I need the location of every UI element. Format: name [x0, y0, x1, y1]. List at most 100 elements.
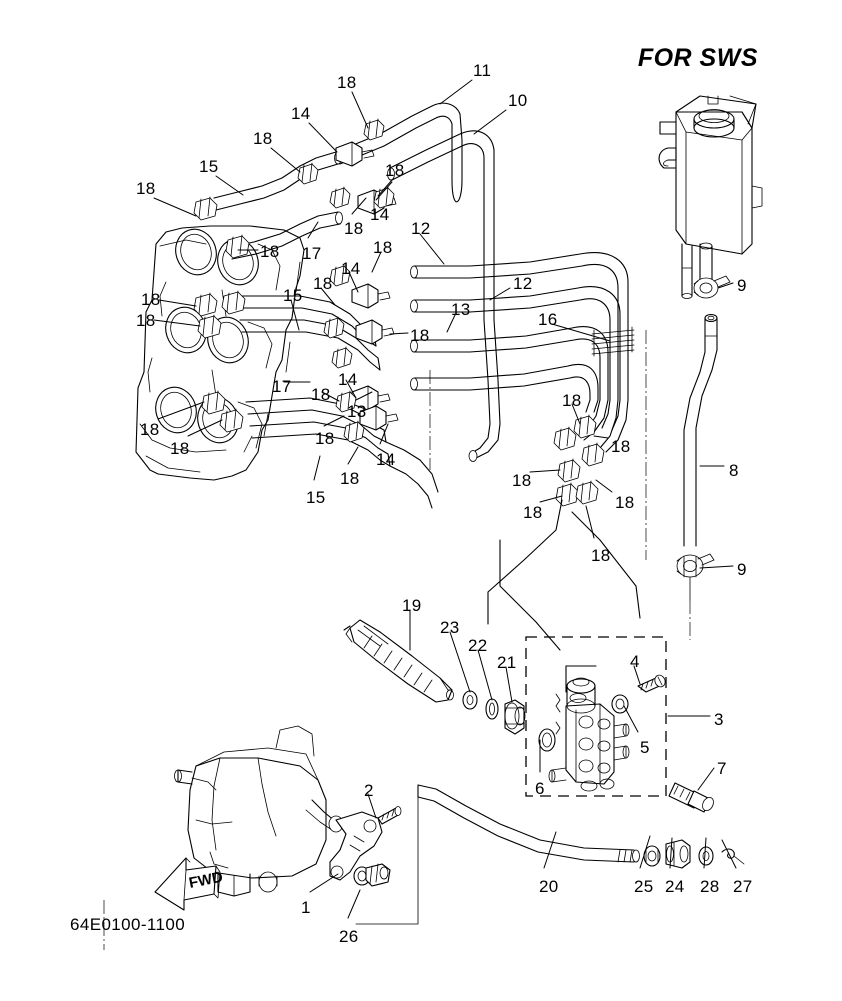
clamp-18: [363, 118, 385, 141]
callout-number: 18: [373, 238, 393, 257]
clamp-18: [225, 234, 250, 259]
leader-line: [323, 415, 345, 427]
fitting-14: [355, 319, 395, 345]
shaft-assembly: [343, 619, 526, 735]
callout-number: 18: [523, 503, 543, 522]
clamp-18: [219, 408, 244, 433]
washer-5: [611, 694, 629, 714]
leader-line: [367, 793, 377, 819]
callout-number: 18: [591, 546, 611, 565]
clamp-18: [553, 426, 577, 451]
callout-number: 18: [141, 290, 161, 309]
leader-line: [639, 835, 651, 869]
callout-number: 13: [347, 402, 367, 421]
leader-line: [389, 332, 409, 335]
leader-line: [308, 122, 338, 153]
callout-number: 20: [539, 877, 559, 896]
leader-line: [270, 147, 301, 173]
callout-number: 8: [729, 461, 739, 480]
callout-number: 18: [344, 219, 364, 238]
fitting-14: [351, 283, 391, 309]
tube-8: [676, 313, 718, 601]
oring-6: [538, 728, 556, 752]
leader-line: [439, 79, 473, 105]
clamp-18: [331, 346, 353, 369]
diagram-title: FOR SWS: [637, 44, 758, 72]
clamp-18: [555, 482, 579, 507]
callout-number: 18: [562, 391, 582, 410]
leader-line: [320, 287, 336, 306]
callout-number: 17: [302, 244, 322, 263]
leader-line: [669, 837, 673, 869]
callout-number: 18: [385, 161, 405, 180]
leader-line: [351, 197, 367, 215]
callout-number: 28: [700, 877, 720, 896]
fitting-14: [359, 405, 399, 431]
callout-number: 9: [737, 560, 747, 579]
leader-line: [529, 469, 561, 473]
leader-line: [489, 287, 511, 301]
callout-number: 18: [140, 420, 160, 439]
callout-number: 23: [440, 618, 460, 637]
callout-number: 18: [315, 429, 335, 448]
callout-number: 5: [640, 738, 650, 757]
leader-line: [477, 649, 493, 701]
leader-line: [551, 323, 611, 342]
callout-number: 25: [634, 877, 654, 896]
clamp-18: [193, 292, 218, 317]
valve-body-assembly: [548, 665, 630, 792]
leader-line: [348, 271, 359, 293]
callout-number: 15: [306, 488, 326, 507]
callout-number: 14: [291, 104, 311, 123]
clamp-group-18: [193, 118, 605, 507]
bearing-21: [504, 699, 526, 735]
routing-lines: [487, 499, 641, 651]
engine-block-assembly: [135, 225, 305, 481]
fitting-14: [335, 141, 375, 167]
leader-line: [377, 179, 393, 197]
leader-line: [721, 839, 737, 869]
callout-number: 15: [283, 286, 303, 305]
leader-line: [571, 403, 581, 425]
callout-number: 14: [338, 370, 358, 389]
part-number-label: 64E0100-1100: [70, 915, 186, 934]
leader-line: [446, 314, 456, 333]
clamp-18: [329, 264, 351, 287]
washer-28: [698, 846, 714, 866]
leader-line: [351, 91, 369, 129]
clamp-18: [581, 442, 605, 467]
clamp-18: [343, 420, 365, 443]
bolt-4: [637, 674, 666, 693]
dashed-assembly-box: [525, 636, 667, 797]
callout-number: 9: [737, 276, 747, 295]
clamp-18: [197, 314, 222, 339]
leader-line: [593, 435, 609, 439]
leader-line: [505, 666, 513, 703]
leader-line: [313, 455, 321, 481]
clamp-18: [323, 316, 345, 339]
callout-number: 14: [341, 259, 361, 278]
clip-27: [721, 848, 745, 865]
callout-number: 3: [714, 710, 724, 729]
callout-number: 6: [535, 779, 545, 798]
leader-line: [347, 446, 359, 465]
leader-line: [153, 197, 197, 217]
leader-line: [347, 889, 361, 919]
leader-line: [703, 837, 707, 869]
hose-20-assembly: [355, 784, 745, 925]
callout-number: 18: [615, 493, 635, 512]
clamp-18: [329, 186, 351, 209]
leader-line: [697, 767, 715, 791]
callout-number: 18: [611, 437, 631, 456]
leader-line: [595, 479, 613, 493]
callout-number: 26: [339, 927, 359, 946]
leader-line: [585, 505, 595, 539]
leader-line: [375, 181, 393, 201]
leader-line: [539, 495, 563, 503]
leader-line: [290, 299, 300, 331]
clamp-18: [575, 480, 599, 505]
clamp-18: [297, 162, 319, 185]
leader-line: [449, 631, 471, 693]
leader-line: [473, 109, 507, 135]
fwd-label: FWD: [188, 869, 225, 892]
